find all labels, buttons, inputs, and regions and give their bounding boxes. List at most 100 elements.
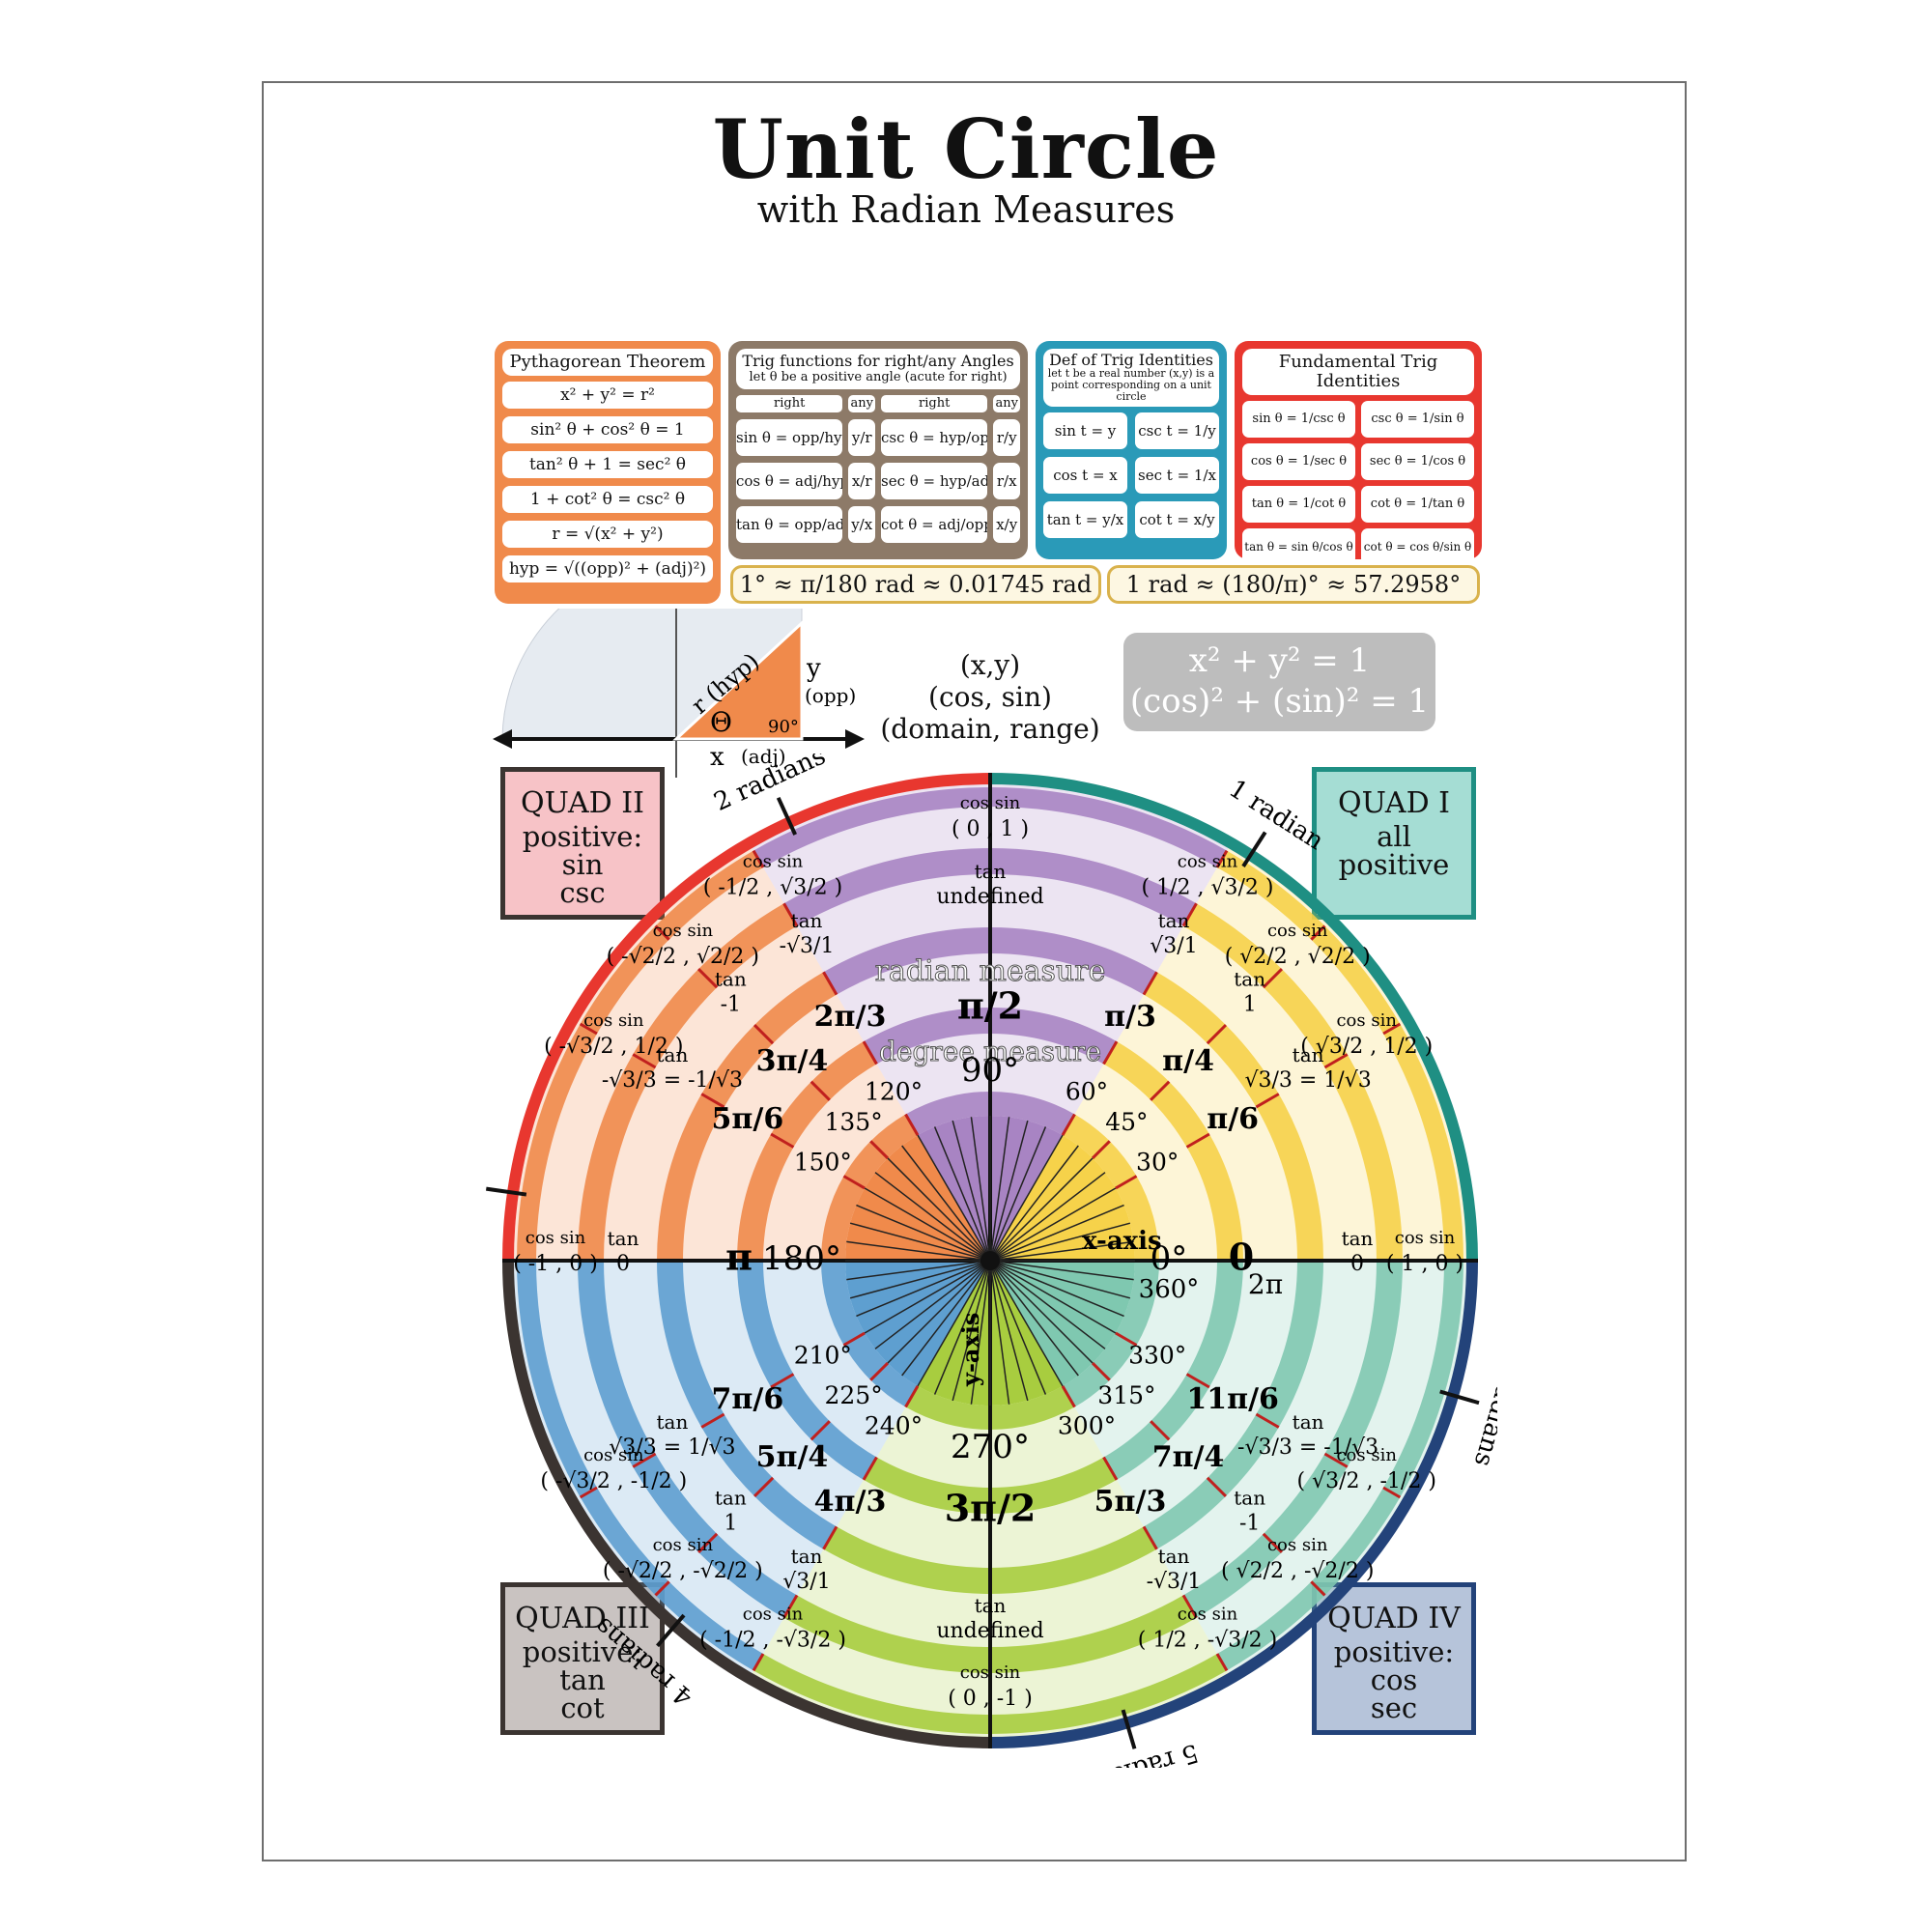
tan-value: -√3/3 = -1/√3 [602, 1068, 743, 1093]
cos-sin-header: cos sin [1395, 1228, 1456, 1248]
q4-zone-ring [1183, 1261, 1403, 1618]
angle-tick [862, 1040, 878, 1065]
tan-value: 1 [1243, 992, 1257, 1016]
quad-line: positive: [522, 820, 643, 853]
tan-value: √3/1 [782, 1570, 830, 1594]
core-radial-line [989, 1157, 1094, 1262]
core-radial-line [989, 1120, 1029, 1262]
coordinate-value: ( √3/2 , 1/2 ) [1300, 1035, 1433, 1059]
quad-line: cot [560, 1691, 605, 1724]
quad-iv-title: QUAD IV [1327, 1602, 1461, 1635]
core-radial-line [989, 1260, 1106, 1350]
q4-zone-ring [1144, 1261, 1323, 1549]
radian-label: π/6 [1207, 1102, 1259, 1136]
q2-zone-ring [517, 850, 763, 1261]
angle-tick [654, 1580, 670, 1597]
coordinate-value: ( √2/2 , -√2/2 ) [1221, 1559, 1374, 1583]
tan-word: tan [656, 1043, 688, 1066]
angle-tick [782, 902, 799, 927]
degree-label: 180° [762, 1239, 841, 1278]
coordinate-value: ( -1 , 0 ) [513, 1252, 598, 1276]
core-radial-line [989, 1117, 1010, 1262]
core-radial-line [933, 1260, 991, 1395]
radian-to-degree-conversion: 1 rad ≈ (180/π)° ≈ 57.2958° [1107, 565, 1480, 604]
quad-line: sec [1370, 1691, 1418, 1724]
tan-word: tan [1234, 1487, 1265, 1510]
tan-word: tan [608, 1227, 639, 1250]
def-identities-title: Def of Trig Identities [1049, 351, 1213, 369]
q3-left-zone-ring [657, 1261, 837, 1549]
quad-i-title: QUAD I [1337, 786, 1451, 820]
core-radial-line [989, 1172, 1106, 1262]
radian-tick [776, 796, 797, 836]
angle-tick [579, 1486, 598, 1499]
tan-value: √3/1 [1150, 934, 1197, 958]
angle-tick [904, 1385, 920, 1408]
quad-line: csc [559, 876, 606, 909]
degree-label: 120° [865, 1077, 923, 1105]
center-dot [980, 1251, 1000, 1270]
tan-word: tan [1293, 1043, 1324, 1066]
core-radial-line [864, 1260, 991, 1334]
core-radial-line [917, 1260, 991, 1387]
top-zone-ring [864, 1008, 1117, 1065]
fundamental-cell: tan θ = 1/cot θ [1242, 486, 1355, 523]
fundamental-grid: sin θ = 1/csc θ csc θ = 1/sin θ cos θ = … [1242, 401, 1474, 565]
top-zone-ring [823, 927, 1157, 995]
core-radial-line [952, 1260, 991, 1402]
quad-line: cos [1370, 1663, 1418, 1696]
core-radial-line [856, 1204, 991, 1262]
degree-label: 90° [961, 1051, 1019, 1090]
core-radial-line [849, 1260, 991, 1299]
bottom-zone-ring [753, 1654, 1227, 1734]
q2-zone-ring [737, 1041, 877, 1261]
q3-left-zone-ring [821, 1261, 918, 1407]
cos-sin-header: cos sin [1178, 851, 1238, 871]
cos-sin-header: cos sin [583, 1445, 644, 1465]
degree-label: 225° [824, 1381, 882, 1409]
radian-label: 2π [1248, 1268, 1283, 1300]
fundamental-cell: sec θ = 1/cos θ [1361, 443, 1474, 480]
tan-word: tan [791, 909, 823, 932]
radian-tick [1241, 831, 1267, 867]
def-identities-box: Def of Trig Identities let t be a real n… [1036, 341, 1227, 559]
coordinate-value: ( √3/2 , -1/2 ) [1297, 1469, 1436, 1493]
coordinate-value: ( 0 , -1 ) [948, 1687, 1033, 1711]
fundamental-cell: tan θ = sin θ/cos θ [1242, 528, 1355, 565]
q1-zone-ring [1103, 1041, 1243, 1261]
trig-cell: tan θ = opp/adj [736, 506, 843, 543]
fundamental-cell: sin θ = 1/csc θ [1242, 401, 1355, 438]
equation-line: x² + y² = 1 [1188, 641, 1371, 680]
tan-value: √3/3 = 1/√3 [1244, 1068, 1371, 1093]
degree-label: 0° [1151, 1239, 1188, 1278]
tan-word: tan [791, 1545, 823, 1568]
angle-tick [1262, 1532, 1283, 1553]
core-radial-line [989, 1134, 1064, 1262]
col-header: any [848, 395, 875, 412]
def-cell: tan t = y/x [1043, 501, 1127, 538]
angle-tick [1310, 1580, 1326, 1597]
bottom-zone-ring [864, 1457, 1117, 1514]
top-zone-ring [783, 848, 1197, 926]
cos-sin-header: cos sin [743, 851, 804, 871]
core-radial-line [887, 1260, 991, 1364]
angle-tick [770, 1373, 795, 1389]
trig-cell: r/x [993, 463, 1020, 499]
core-radial-line [989, 1260, 1134, 1281]
coordinate-value: ( 0 , 1 ) [952, 817, 1029, 841]
tan-value: undefined [936, 885, 1043, 909]
angle-tick [1092, 1140, 1111, 1159]
page-subtitle: with Radian Measures [756, 188, 1176, 231]
core-radial-line [989, 1260, 1029, 1402]
trig-cell: y/x [848, 506, 875, 543]
radian-label: π/2 [957, 984, 1023, 1028]
tan-value: -√3/1 [780, 934, 835, 958]
equation-line: (cos)² + (sin)² = 1 [1129, 682, 1430, 721]
radian-tick [1439, 1389, 1480, 1406]
xy-coordinate-label: (x,y) (cos, sin) (domain, range) [874, 649, 1106, 745]
angle-tick [770, 1132, 795, 1149]
def-cell: cos t = x [1043, 457, 1127, 494]
angle-tick [822, 1525, 838, 1550]
quad-line: tan [559, 1663, 606, 1696]
trig-cell: y/r [848, 419, 875, 456]
